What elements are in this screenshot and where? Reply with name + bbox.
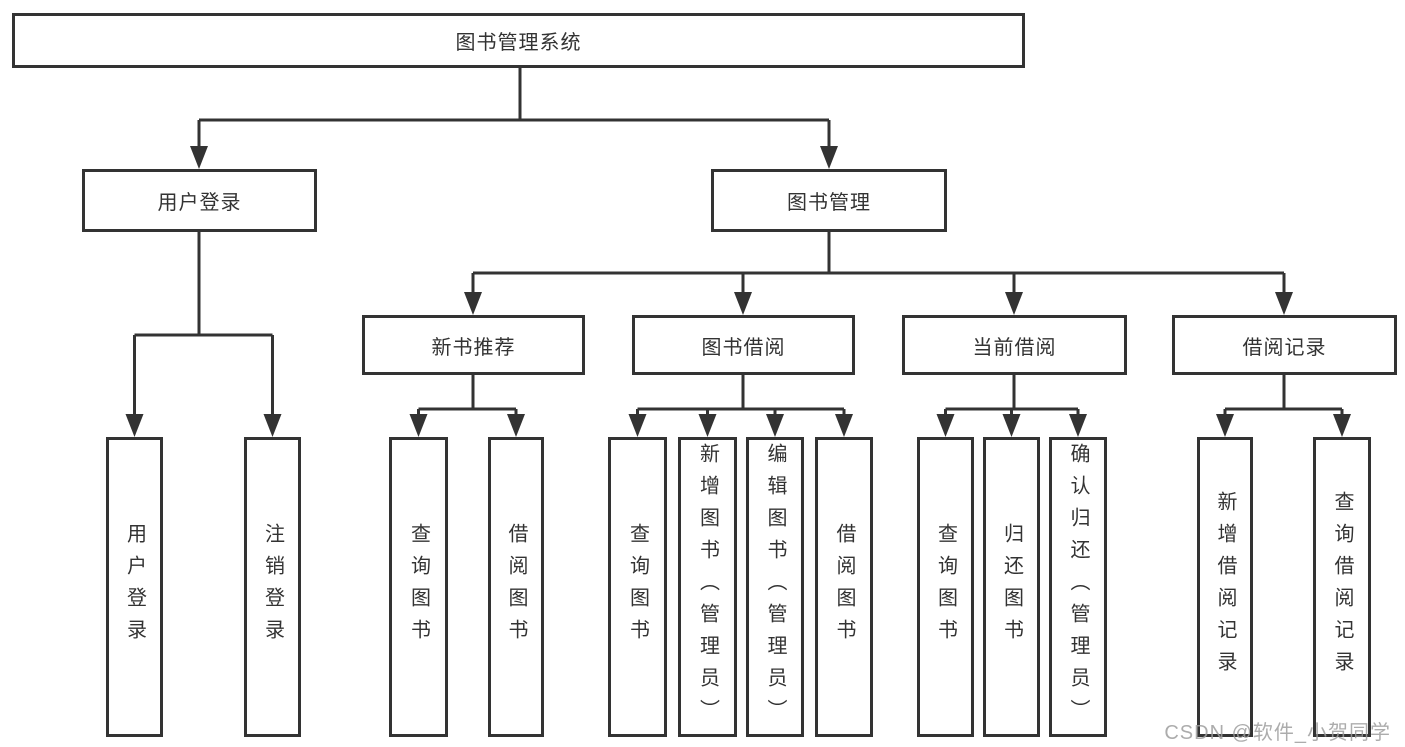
- node-book-management-label: 图书管理: [787, 192, 871, 214]
- leaf-query-book-2: 查询图书: [608, 437, 667, 737]
- node-new-book-recommend-label: 新书推荐: [431, 336, 516, 359]
- leaf-user-login-label: 用户登录: [123, 523, 146, 651]
- connector-root-to-level2: [197, 68, 831, 150]
- leaf-add-book-admin: 新增图书（管理员）: [678, 437, 737, 737]
- leaf-edit-book-admin: 编辑图书（管理员）: [746, 437, 804, 737]
- node-user-login: 用户登录: [82, 169, 317, 232]
- node-book-management: 图书管理: [711, 169, 947, 232]
- connector-newbook-to-leaves: [417, 375, 518, 418]
- leaf-confirm-return-admin-label: 确认归还（管理员）: [1067, 443, 1089, 731]
- connector-borrowrecord-to-leaves: [1223, 375, 1344, 418]
- connector-bookborrow-to-leaves: [636, 375, 846, 418]
- leaf-query-book-3-label: 查询图书: [934, 523, 957, 651]
- node-book-borrow-label: 图书借阅: [701, 336, 786, 359]
- node-book-borrow: 图书借阅: [632, 315, 855, 375]
- leaf-borrow-book-2: 借阅图书: [815, 437, 873, 737]
- node-system-root-label: 图书管理系统: [455, 32, 582, 54]
- node-current-borrow: 当前借阅: [902, 315, 1127, 375]
- leaf-logout-label: 注销登录: [261, 523, 284, 651]
- leaf-borrow-book-1-label: 借阅图书: [505, 523, 527, 651]
- node-new-book-recommend: 新书推荐: [362, 315, 585, 375]
- node-borrow-record-label: 借阅记录: [1242, 336, 1327, 359]
- leaf-query-book-2-label: 查询图书: [626, 523, 649, 651]
- leaf-confirm-return-admin: 确认归还（管理员）: [1049, 437, 1107, 737]
- leaf-borrow-book-2-label: 借阅图书: [833, 523, 855, 651]
- leaf-add-borrow-record-label: 新增借阅记录: [1214, 491, 1236, 683]
- leaf-query-borrow-record: 查询借阅记录: [1313, 437, 1371, 737]
- leaf-borrow-book-1: 借阅图书: [488, 437, 544, 737]
- connector-bookmgmt-to-level3: [471, 232, 1286, 296]
- leaf-user-login: 用户登录: [106, 437, 163, 737]
- leaf-return-book-label: 归还图书: [1000, 523, 1023, 651]
- arrowhead-icons: [125, 146, 1351, 437]
- leaf-query-book-3: 查询图书: [917, 437, 974, 737]
- csdn-watermark: CSDN @软件_小贺同学: [1164, 722, 1391, 744]
- connector-userlogin-to-leaves: [133, 232, 274, 418]
- leaf-return-book: 归还图书: [983, 437, 1040, 737]
- leaf-query-book-1-label: 查询图书: [407, 523, 430, 651]
- leaf-add-book-admin-label: 新增图书（管理员）: [696, 443, 719, 731]
- connector-currentborrow-to-leaves: [944, 375, 1080, 418]
- leaf-edit-book-admin-label: 编辑图书（管理员）: [764, 443, 786, 731]
- node-system-root: 图书管理系统: [12, 13, 1025, 68]
- leaf-logout: 注销登录: [244, 437, 301, 737]
- leaf-add-borrow-record: 新增借阅记录: [1197, 437, 1253, 737]
- node-borrow-record: 借阅记录: [1172, 315, 1397, 375]
- leaf-query-borrow-record-label: 查询借阅记录: [1331, 491, 1353, 683]
- leaf-query-book-1: 查询图书: [389, 437, 448, 737]
- node-user-login-label: 用户登录: [157, 192, 242, 214]
- node-current-borrow-label: 当前借阅: [972, 336, 1057, 359]
